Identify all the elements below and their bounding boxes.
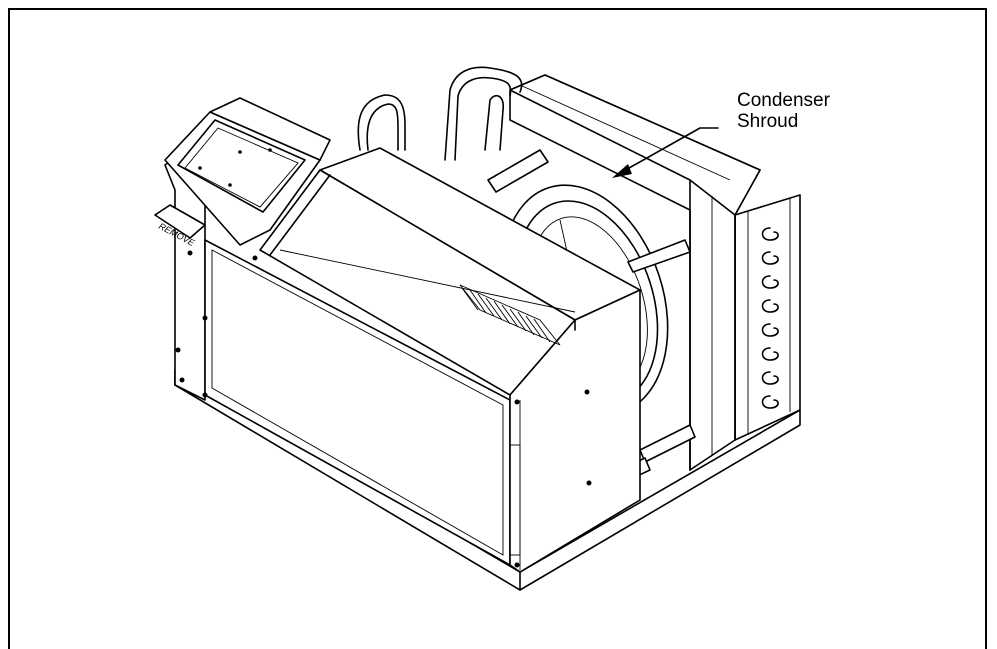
coil-return-bend xyxy=(761,275,779,289)
coil-return-bend xyxy=(761,323,779,337)
coil-return-bend xyxy=(761,347,779,361)
condenser-shroud xyxy=(509,74,761,471)
coil-return-bend xyxy=(761,395,779,409)
callout-line-1: Condenser xyxy=(737,90,830,111)
figure-border xyxy=(8,8,987,649)
main-chassis xyxy=(164,147,641,573)
coil-return-bend xyxy=(761,227,779,241)
evaporator-fins xyxy=(459,284,561,346)
condenser-coil xyxy=(734,194,801,441)
coil-return-bend xyxy=(761,299,779,313)
refrigerant-tubing xyxy=(357,66,523,161)
callout-leader-arrow xyxy=(612,127,719,178)
coil-return-bend xyxy=(761,251,779,265)
control-panel xyxy=(164,97,331,246)
callout-line-2: Shroud xyxy=(737,111,799,132)
callout-label: Condenser Shroud xyxy=(737,90,830,132)
coil-return-bend xyxy=(761,371,779,385)
